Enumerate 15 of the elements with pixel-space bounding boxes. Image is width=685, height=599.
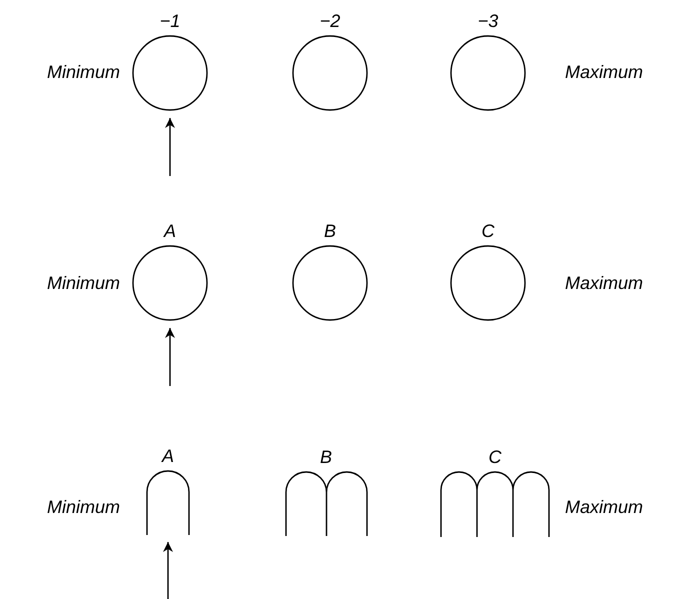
shape-label: −1	[160, 11, 180, 31]
range-label: Minimum	[46, 273, 120, 293]
range-label: Maximum	[565, 62, 644, 82]
shape-label: B	[324, 221, 336, 241]
shape-label: −3	[478, 11, 498, 31]
shape-label: −2	[320, 11, 340, 31]
shape-label: B	[320, 447, 332, 467]
shape-label: A	[162, 446, 174, 466]
range-label: Minimum	[46, 62, 120, 82]
shape-label: C	[482, 221, 494, 241]
range-label: Maximum	[565, 273, 644, 293]
range-label: Minimum	[46, 497, 120, 517]
shape-label: A	[164, 221, 176, 241]
shape-label: C	[488, 447, 502, 467]
range-label: Maximum	[565, 497, 644, 517]
